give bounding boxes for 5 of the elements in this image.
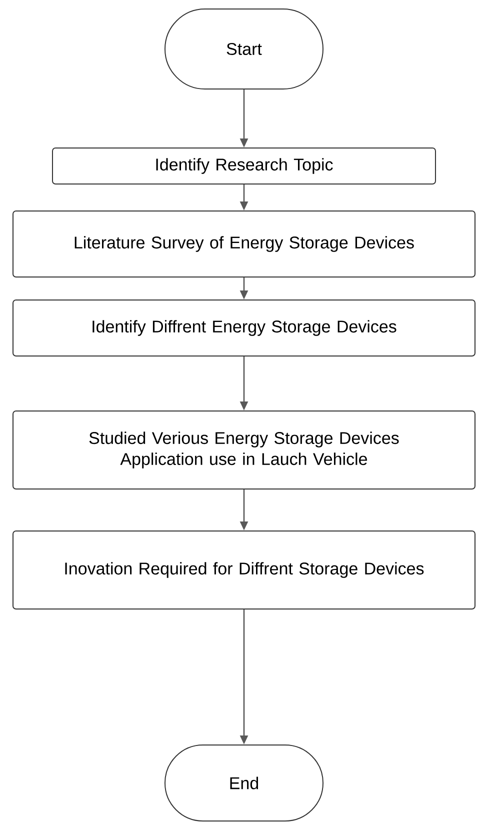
- process-box: Identify Research Topic: [52, 148, 436, 184]
- process-box: Inovation Required for Diffrent Storage Devices: [12, 530, 476, 610]
- process-box: Identify Diffrent Energy Storage Devices: [12, 300, 476, 356]
- process-box: Studied Verious Energy Storage Devices Application use in Lauch Vehicle: [12, 410, 476, 490]
- process-box: Literature Survey of Energy Storage Devices: [12, 210, 476, 278]
